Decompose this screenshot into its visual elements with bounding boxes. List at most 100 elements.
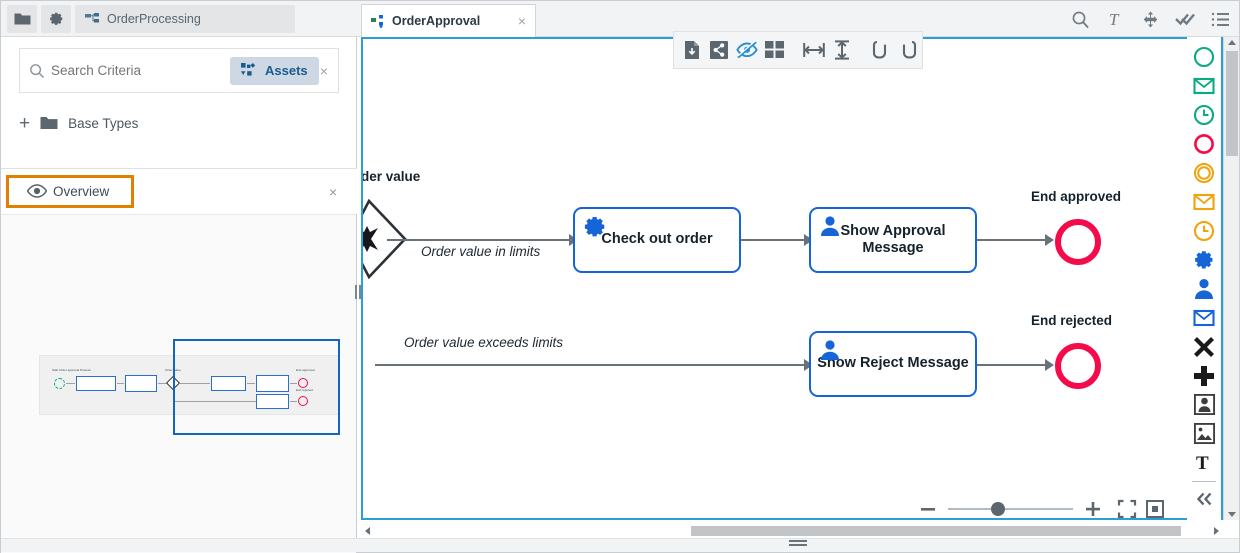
task-check-out-order[interactable]: Check out order xyxy=(573,207,741,273)
exclusive-gateway-icon[interactable] xyxy=(1189,333,1219,360)
vertical-scrollbar-thumb[interactable] xyxy=(1226,51,1238,156)
scroll-up-icon[interactable] xyxy=(1228,40,1236,45)
send-task-icon[interactable] xyxy=(1189,304,1219,331)
end-event-label-approved: End approved xyxy=(1031,189,1122,204)
zoom-slider-thumb[interactable] xyxy=(991,502,1005,516)
validate-icon[interactable] xyxy=(1174,8,1196,30)
project-tab[interactable]: OrderProcessing xyxy=(75,5,295,33)
end-event-rejected[interactable] xyxy=(1055,343,1101,389)
parallel-gateway-icon[interactable] xyxy=(1189,362,1219,389)
palette-divider xyxy=(1192,481,1216,482)
minimap-label: Start Order approval Process xyxy=(52,368,91,372)
minimap-thumbnail[interactable]: Start Order approval Process Order value… xyxy=(39,355,339,415)
list-icon[interactable] xyxy=(1209,8,1231,30)
gear-icon xyxy=(50,12,63,25)
move-icon[interactable] xyxy=(1139,8,1161,30)
add-icon[interactable]: + xyxy=(19,112,31,134)
image-icon[interactable] xyxy=(1189,420,1219,447)
diagram-canvas[interactable]: der value Order value in limits Check ou… xyxy=(361,37,1223,520)
scroll-right-icon[interactable] xyxy=(1214,527,1219,535)
folder-icon xyxy=(40,117,58,129)
horizontal-scrollbar[interactable] xyxy=(361,522,1239,538)
base-types-row[interactable]: + Base Types xyxy=(19,103,339,143)
minimap-label: End approved xyxy=(296,368,315,372)
horizontal-scrollbar-thumb[interactable] xyxy=(691,526,1181,536)
project-tab-label: OrderProcessing xyxy=(107,12,201,26)
zoom-in-button[interactable] xyxy=(1079,495,1107,518)
folder-button[interactable] xyxy=(7,5,37,33)
resize-grip[interactable] xyxy=(789,540,807,548)
assets-icon xyxy=(241,62,256,76)
undo-icon[interactable] xyxy=(870,38,891,62)
task-show-approval-message[interactable]: Show Approval Message xyxy=(809,207,977,273)
minimap-label: Order value xyxy=(165,368,181,372)
service-task-icon[interactable] xyxy=(1189,246,1219,273)
zoom-slider-track xyxy=(948,508,1073,510)
end-event-approved[interactable] xyxy=(1055,219,1101,265)
redo-icon[interactable] xyxy=(898,38,919,62)
fullscreen-icon[interactable] xyxy=(1113,495,1141,518)
grid-layout-icon[interactable] xyxy=(765,38,785,62)
scroll-left-icon[interactable] xyxy=(365,527,370,535)
zoom-out-button[interactable] xyxy=(914,495,942,518)
intermediate-timer-event-icon[interactable] xyxy=(1189,217,1219,244)
pool-icon[interactable] xyxy=(1189,391,1219,418)
search-input[interactable] xyxy=(45,62,230,79)
user-task-icon[interactable] xyxy=(1189,275,1219,302)
start-timer-event-icon[interactable] xyxy=(1189,101,1219,128)
minimap-label: End rejected xyxy=(296,388,313,392)
settings-button[interactable] xyxy=(41,5,71,33)
diagram-content: der value Order value in limits Check ou… xyxy=(363,39,1221,518)
zoom-slider[interactable] xyxy=(948,499,1073,518)
fit-vertical-icon[interactable] xyxy=(832,38,852,62)
eye-icon xyxy=(26,184,48,200)
folder-icon xyxy=(14,13,30,25)
task-label: Show Approval Message xyxy=(840,222,946,256)
assets-button[interactable]: Assets xyxy=(230,56,319,85)
hide-eye-icon[interactable] xyxy=(736,38,758,62)
scroll-down-icon[interactable] xyxy=(1228,512,1236,517)
vertical-scrollbar[interactable] xyxy=(1223,37,1239,520)
svg-text:T: T xyxy=(1196,453,1209,473)
zoom-controls xyxy=(914,495,1169,518)
close-icon[interactable]: × xyxy=(517,13,526,29)
top-toolbar: OrderProcessing OrderApproval × T xyxy=(1,1,1239,37)
overview-body: Start Order approval Process Order value… xyxy=(1,214,356,553)
panel-splitter[interactable] xyxy=(353,284,363,300)
search-bar: Assets × xyxy=(19,48,339,93)
fit-screen-icon[interactable] xyxy=(1141,495,1169,518)
search-icon xyxy=(29,61,45,81)
intermediate-event-icon[interactable] xyxy=(1189,159,1219,186)
sequence-flow-label-1: Order value in limits xyxy=(421,244,541,259)
minimap-viewport[interactable] xyxy=(173,339,340,435)
sequence-flow-label-2: Order value exceeds limits xyxy=(404,335,564,350)
task-label: Check out order xyxy=(601,231,713,248)
end-event-label-rejected: End rejected xyxy=(1031,313,1113,328)
text-annotation-icon[interactable]: T xyxy=(1189,449,1219,476)
canvas-floating-toolbar xyxy=(673,31,923,69)
text-format-icon[interactable]: T xyxy=(1104,8,1126,30)
user-task-person-icon xyxy=(819,339,843,363)
task-label: Show Reject Message xyxy=(817,355,969,372)
process-icon xyxy=(85,12,99,22)
search-icon[interactable] xyxy=(1069,8,1091,30)
bottom-bar xyxy=(1,538,1239,552)
base-types-label: Base Types xyxy=(68,115,139,131)
start-message-event-icon[interactable] xyxy=(1189,72,1219,99)
start-event-icon[interactable] xyxy=(1189,43,1219,70)
document-tab-orderapproval[interactable]: OrderApproval × xyxy=(361,4,536,37)
left-panel: Assets × + Base Types Overview × Start O… xyxy=(1,37,357,553)
diagram-icon xyxy=(371,14,383,28)
export-document-icon[interactable] xyxy=(682,38,702,62)
end-event-icon[interactable] xyxy=(1189,130,1219,157)
collapse-palette-icon[interactable] xyxy=(1189,485,1219,512)
task-show-reject-message[interactable]: Show Reject Message xyxy=(809,331,977,397)
panel-divider xyxy=(1,168,357,169)
overview-highlight-annotation xyxy=(6,175,134,208)
overview-close-icon[interactable]: × xyxy=(329,184,338,200)
fit-horizontal-icon[interactable] xyxy=(803,38,825,62)
clear-search-icon[interactable]: × xyxy=(319,62,328,79)
intermediate-message-event-icon[interactable] xyxy=(1189,188,1219,215)
share-icon[interactable] xyxy=(709,38,729,62)
